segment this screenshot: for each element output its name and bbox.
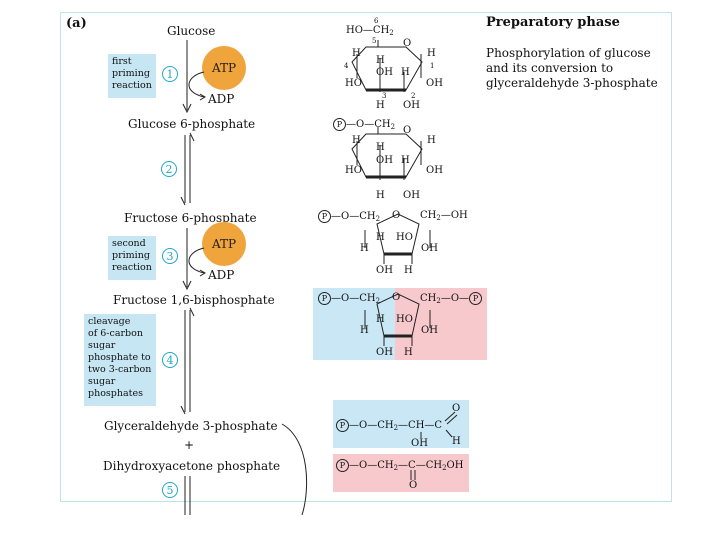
ring-oxygen: O — [403, 125, 412, 136]
description-line-3: glyceraldehyde 3-phosphate — [486, 76, 658, 90]
step-number-2: 2 — [161, 161, 177, 177]
note-line: first — [112, 56, 132, 67]
note-line: reaction — [112, 80, 152, 91]
ring-oxygen: O — [392, 210, 401, 221]
atom-h: H — [427, 48, 436, 59]
atom-h: H — [376, 100, 385, 111]
atom-h: H — [360, 325, 369, 336]
label-fructose-1-6-bisphosphate: Fructose 1,6-bisphosphate — [113, 293, 275, 307]
atom-h: H — [452, 436, 461, 447]
atom-ho: HO — [396, 232, 413, 243]
label-glucose: Glucose — [167, 24, 216, 38]
step-number-4: 4 — [162, 352, 178, 368]
note-line: phosphates — [88, 388, 143, 399]
atom-h: H — [352, 48, 361, 59]
note-line: priming — [112, 250, 150, 261]
atom-h: H — [376, 232, 385, 243]
label-fructose-6-phosphate: Fructose 6-phosphate — [124, 211, 257, 225]
atom-oh: OH — [426, 78, 443, 89]
heading: Preparatory phase — [486, 15, 620, 30]
ring-oxygen: O — [403, 38, 412, 49]
atom-h: H — [376, 55, 385, 66]
step-number-1: 1 — [162, 66, 178, 82]
fbp-c1: CH2—O—P — [420, 292, 483, 307]
atom-h: H — [376, 142, 385, 153]
adp-label-step-1: ADP — [208, 92, 235, 106]
note-line: two 3-carbon — [88, 364, 152, 375]
dhap-chain: P—O—CH2—C—CH2OH — [336, 459, 463, 474]
isomerization-curve — [281, 423, 308, 516]
f6p-c1: CH2—OH — [420, 210, 468, 222]
atom-oh: OH — [421, 243, 438, 254]
adp-label-step-3: ADP — [208, 268, 235, 282]
note-line: second — [112, 238, 146, 249]
gap-chain: P—O—CH2—CH—C — [336, 419, 442, 434]
atp-circle-step-1: ATP — [202, 46, 246, 90]
carbon-number: 3 — [382, 92, 387, 100]
carbon-number: 5 — [372, 37, 377, 45]
atom-h: H — [404, 347, 413, 358]
dhap-pink-tint — [333, 454, 469, 492]
note-line: priming — [112, 68, 150, 79]
atom-oh: OH — [403, 190, 420, 201]
note-line: sugar — [88, 340, 116, 351]
atom-h: H — [352, 135, 361, 146]
atom-oh: OH — [421, 325, 438, 336]
arrow-head-step-1 — [182, 103, 192, 114]
description-line-1: Phosphorylation of glucose — [486, 46, 651, 60]
figure-frame — [60, 12, 672, 502]
gap-blue-tint — [333, 400, 469, 448]
step-number-5: 5 — [162, 482, 178, 498]
carbon-number: 4 — [344, 62, 349, 70]
fbp-c6: P—O—CH2 — [318, 292, 380, 307]
label-glyceraldehyde-3-phosphate: Glyceraldehyde 3-phosphate — [104, 419, 278, 433]
atom-oh: OH — [376, 347, 393, 358]
atom-oh: OH — [376, 155, 393, 166]
atom-ho: HO — [345, 78, 362, 89]
atom-h: H — [401, 155, 410, 166]
atom-ho: HO — [396, 314, 413, 325]
label-glucose-6-phosphate: Glucose 6-phosphate — [128, 117, 256, 131]
atp-curve-step-3 — [188, 247, 205, 274]
atom-oh: OH — [376, 67, 393, 78]
fbp-ring — [376, 293, 420, 337]
note-line: sugar — [88, 376, 116, 387]
note-line: phosphate to — [88, 352, 151, 363]
atom-o: O — [409, 480, 418, 491]
atom-ho: HO — [345, 165, 362, 176]
g6p-c6: P—O—CH2 — [333, 118, 395, 133]
atom-h: H — [404, 265, 413, 276]
step-number-3: 3 — [162, 248, 178, 264]
label-plus: + — [184, 438, 195, 452]
atp-circle-step-3: ATP — [202, 222, 246, 266]
atom-oh: OH — [426, 165, 443, 176]
atom-oh: OH — [376, 265, 393, 276]
note-line: of 6-carbon — [88, 328, 143, 339]
f6p-c6: P—O—CH2 — [318, 210, 380, 225]
carbon-number: 6 — [374, 17, 379, 25]
label-dihydroxyacetone-phosphate: Dihydroxyacetone phosphate — [103, 459, 281, 473]
atom-oh: OH — [403, 100, 420, 111]
ring-oxygen: O — [392, 292, 401, 303]
atp-curve-step-1 — [188, 71, 205, 98]
atom-h: H — [401, 67, 410, 78]
panel-label: (a) — [66, 16, 87, 31]
glucose-c6: HO—CH2 — [346, 25, 394, 37]
description-line-2: and its conversion to — [486, 61, 614, 75]
atom-h: H — [376, 314, 385, 325]
note-line: reaction — [112, 262, 152, 273]
atom-h: H — [427, 135, 436, 146]
atom-o: O — [452, 403, 461, 414]
carbon-number: 2 — [411, 92, 416, 100]
carbon-number: 1 — [430, 62, 435, 70]
atom-h: H — [360, 243, 369, 254]
atom-h: H — [376, 190, 385, 201]
f6p-ring — [376, 213, 420, 255]
note-line: cleavage — [88, 316, 131, 327]
atom-oh: OH — [411, 438, 428, 449]
